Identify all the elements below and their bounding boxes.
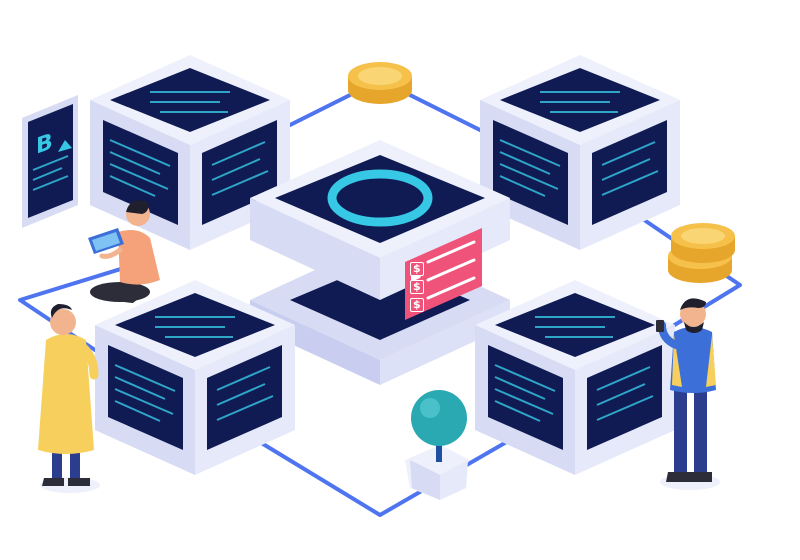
invoice-row-1-dollar-icon: $ bbox=[410, 262, 424, 276]
coin-top bbox=[348, 62, 412, 104]
server-cube-bottom-right bbox=[475, 280, 675, 475]
server-cube-bottom-left bbox=[95, 280, 295, 475]
cube-screen-top bbox=[110, 68, 270, 132]
invoice-row-3-dollar-icon: $ bbox=[410, 298, 424, 312]
ring-icon bbox=[327, 169, 433, 227]
cube-screen-left bbox=[103, 120, 178, 225]
plant bbox=[405, 390, 470, 500]
bitcoin-phone bbox=[22, 95, 78, 228]
coin-stack-right bbox=[668, 223, 735, 283]
person-yellow-coat bbox=[38, 304, 100, 493]
person-sitting-tablet bbox=[88, 200, 160, 303]
server-cube-top-right bbox=[480, 55, 680, 250]
person-blue-jacket bbox=[656, 298, 720, 490]
invoice-row-2-dollar-icon: $ bbox=[410, 280, 424, 294]
